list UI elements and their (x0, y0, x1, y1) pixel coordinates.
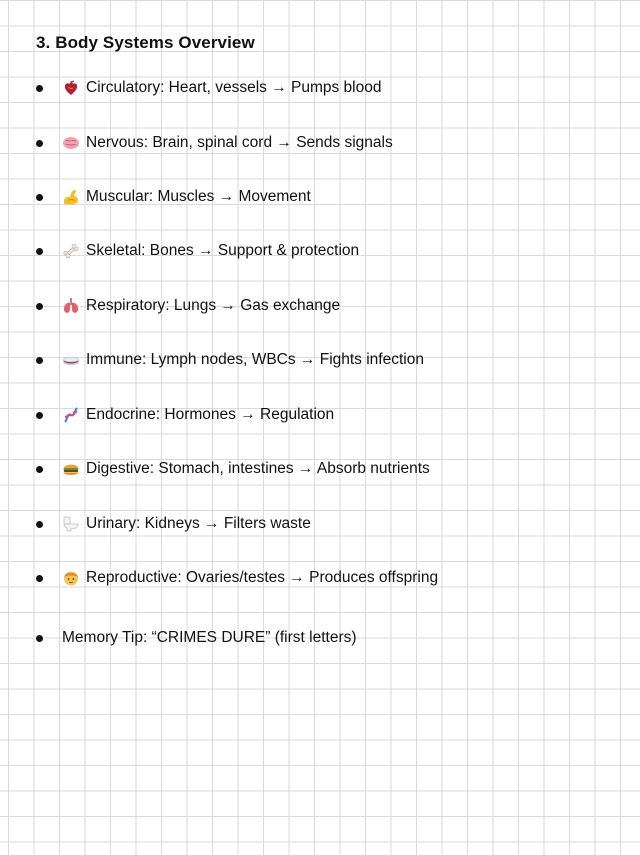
bullet-icon (36, 574, 43, 582)
flexed-biceps-icon (62, 188, 80, 206)
list-item-text: Muscular: Muscles → Movement (86, 188, 311, 205)
list-item-muscular: Muscular: Muscles → Movement (33, 186, 311, 208)
list-item-skeletal: Skeletal: Bones → Support & protection (33, 240, 359, 262)
list-item-text: Nervous: Brain, spinal cord → Sends sign… (86, 134, 393, 151)
list-item-text: Endocrine: Hormones → Regulation (86, 406, 335, 423)
bullet-icon (36, 193, 43, 201)
brain-icon (62, 134, 80, 152)
list-item-endocrine: Endocrine: Hormones → Regulation (33, 404, 334, 426)
bullet-icon (36, 84, 43, 92)
hamburger-icon (62, 460, 80, 478)
bullet-icon (36, 465, 43, 473)
list-item-respiratory: Respiratory: Lungs → Gas exchange (33, 295, 340, 317)
page-title: 3. Body Systems Overview (36, 33, 255, 52)
list-item-immune: Immune: Lymph nodes, WBCs → Fights infec… (33, 349, 424, 371)
list-item-text: Immune: Lymph nodes, WBCs → Fights infec… (86, 351, 424, 368)
list-item-digestive: Digestive: Stomach, intestines → Absorb … (33, 458, 430, 480)
bullet-icon (36, 411, 43, 419)
toilet-icon (62, 515, 80, 533)
bullet-icon (36, 247, 43, 255)
lungs-icon (62, 297, 80, 315)
bullet-icon (36, 356, 43, 364)
anatomical-heart-icon (62, 79, 80, 97)
bullet-icon (36, 520, 43, 528)
bullet-icon (36, 634, 43, 642)
bullet-icon (36, 302, 43, 310)
list-item-text: Reproductive: Ovaries/testes → Produces … (86, 569, 439, 586)
bullet-icon (36, 139, 43, 147)
list-item-text: Digestive: Stomach, intestines → Absorb … (86, 460, 430, 477)
memory-tip: Memory Tip: “CRIMES DURE” (first letters… (33, 627, 357, 649)
list-item-text: Skeletal: Bones → Support & protection (86, 242, 360, 259)
list-item-text: Circulatory: Heart, vessels → Pumps bloo… (86, 79, 382, 96)
person-icon (62, 569, 80, 587)
list-item-text: Respiratory: Lungs → Gas exchange (86, 297, 341, 314)
memory-tip-text: Memory Tip: “CRIMES DURE” (first letters… (62, 629, 357, 646)
petri-dish-icon (62, 351, 80, 369)
list-item-nervous: Nervous: Brain, spinal cord → Sends sign… (33, 132, 393, 154)
list-item-circulatory: Circulatory: Heart, vessels → Pumps bloo… (33, 77, 381, 99)
list-item-reproductive: Reproductive: Ovaries/testes → Produces … (33, 567, 438, 589)
dna-icon (62, 406, 80, 424)
bone-icon (62, 242, 80, 260)
list-item-text: Urinary: Kidneys → Filters waste (86, 515, 311, 532)
list-item-urinary: Urinary: Kidneys → Filters waste (33, 513, 311, 535)
